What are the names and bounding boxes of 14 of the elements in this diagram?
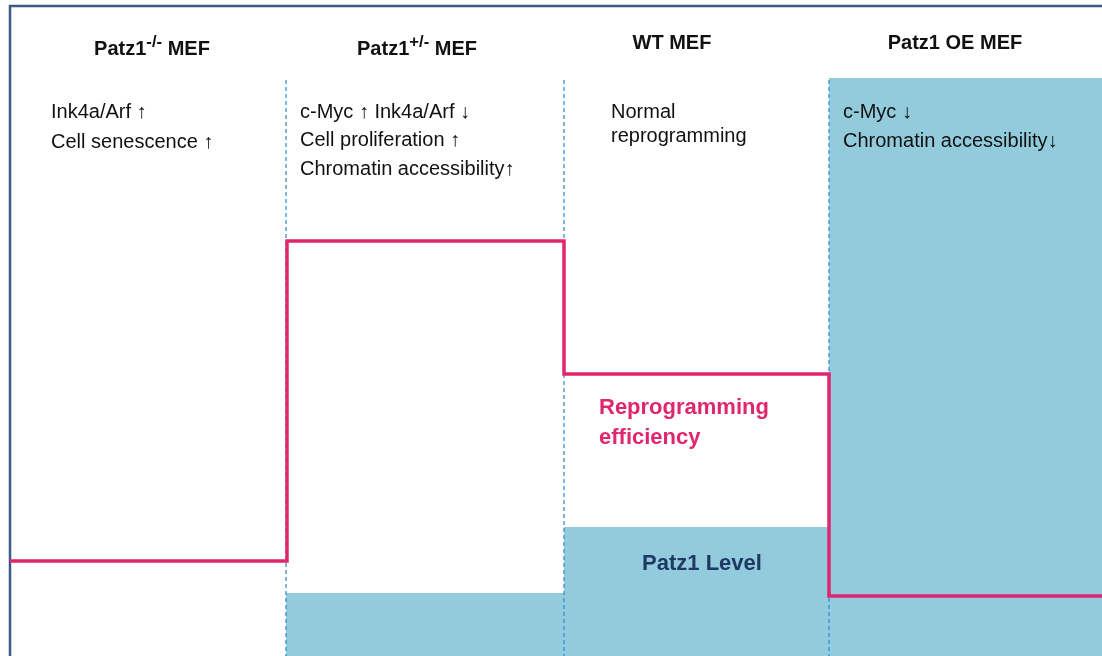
effect-text: Chromatin accessibility↓ xyxy=(843,128,1058,152)
effect-text: Ink4a/Arf ↑ xyxy=(51,99,147,123)
effect-text: c-Myc ↓ xyxy=(843,99,912,123)
column-header: Patz1$^{+/-}$ MEF xyxy=(356,31,478,60)
effect-text: Cell proliferation ↑ xyxy=(300,127,461,151)
effect-text: Chromatin accessibility↑ xyxy=(300,156,515,180)
effect-text: Normal reprogramming xyxy=(611,99,748,147)
column-header: Patz1$^{-/-}$ MEF xyxy=(93,31,211,60)
level-label: Patz1 Level xyxy=(641,549,763,577)
column-header: Patz1 OE MEF xyxy=(886,30,1024,54)
effect-text: Cell senescence ↑ xyxy=(51,129,214,153)
column-header: WT MEF xyxy=(631,30,713,54)
curve-label: Reprogramming efficiency xyxy=(599,393,770,451)
effect-text: c-Myc ↑ Ink4a/Arf ↓ xyxy=(300,99,471,123)
